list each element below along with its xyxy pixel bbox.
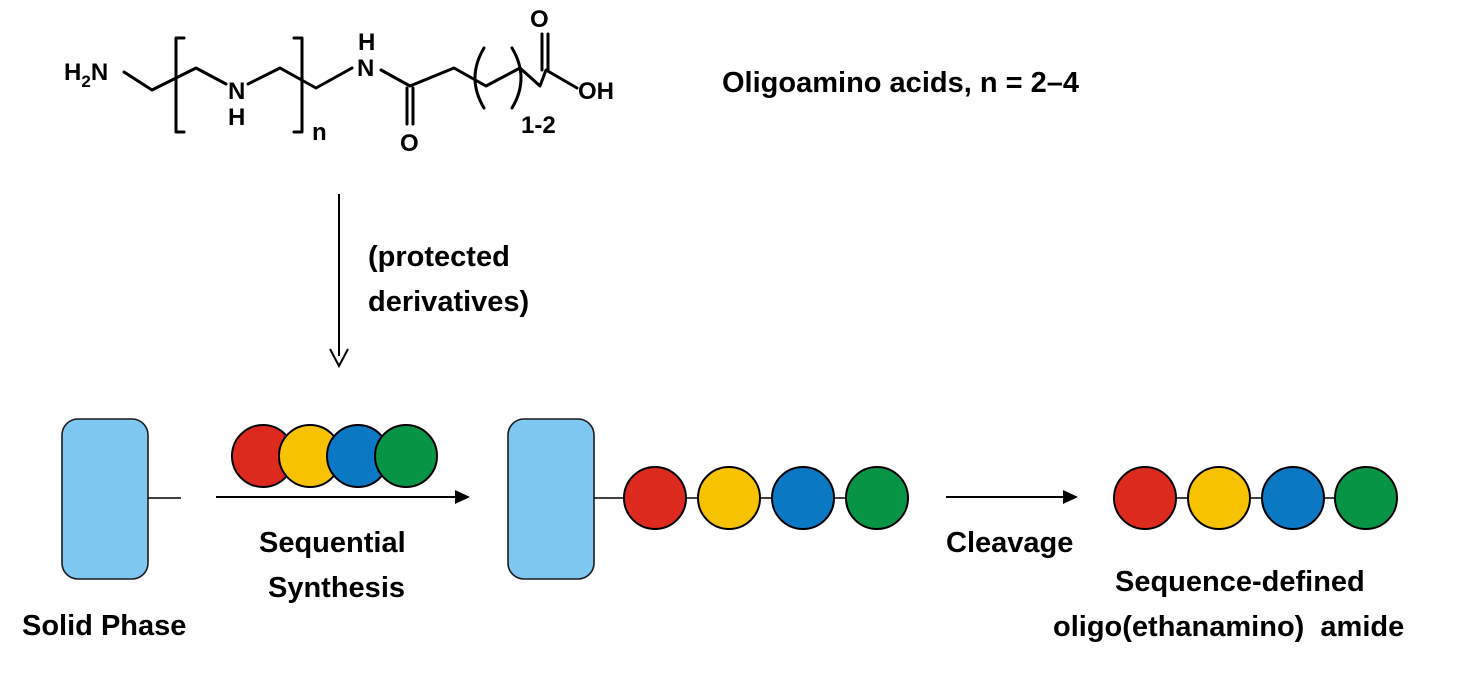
bond-skeleton-amide xyxy=(379,66,579,90)
cleavage-arrow xyxy=(946,490,1078,504)
acid-o-label: O xyxy=(530,6,549,33)
protected-label-line2: derivatives) xyxy=(368,286,529,318)
repeat-bracket-right xyxy=(292,36,304,134)
down-arrow xyxy=(329,194,349,369)
bound-bead-red xyxy=(623,466,687,530)
cleavage-arrow-head xyxy=(1063,490,1078,504)
down-arrow-head xyxy=(329,348,349,369)
bond-skeleton-right xyxy=(246,66,354,90)
amide-n-label: N xyxy=(357,55,374,82)
h2n-label: H2N xyxy=(64,59,108,91)
product-bead-red xyxy=(1113,466,1177,530)
nh-n-label: N xyxy=(228,78,245,105)
synthesis-arrow xyxy=(216,490,470,504)
repeat-n-label: n xyxy=(312,119,327,146)
sequential-label-line2: Synthesis xyxy=(268,572,405,604)
solid-phase-resin xyxy=(61,418,149,580)
chain-repeat-label: 1-2 xyxy=(521,112,556,139)
product-label-line1: Sequence-defined xyxy=(1115,566,1365,598)
acid-oh-label: OH xyxy=(578,78,614,105)
building-blocks xyxy=(231,424,438,488)
chain-bracket-right xyxy=(510,46,523,110)
bead-green xyxy=(374,424,438,488)
product-bead-green xyxy=(1334,466,1398,530)
nh-h-label: H xyxy=(228,104,245,131)
bound-bead-yellow xyxy=(697,466,761,530)
bound-resin xyxy=(507,418,595,580)
oligoamino-acid-structure: H2N N H n H N O O OH 1-2 xyxy=(64,6,614,157)
product-bead-yellow xyxy=(1187,466,1251,530)
bound-bead-green xyxy=(845,466,909,530)
bound-bead-blue xyxy=(771,466,835,530)
amide-o-label: O xyxy=(400,130,419,157)
cleavage-label: Cleavage xyxy=(946,527,1073,559)
product-label-line2: oligo(ethanamino) amide xyxy=(1053,611,1404,643)
repeat-bracket-left xyxy=(174,36,186,134)
synthesis-arrow-head xyxy=(455,490,470,504)
protected-label-line1: (protected xyxy=(368,241,510,273)
chain-bracket-left xyxy=(473,46,486,110)
product-bead-blue xyxy=(1261,466,1325,530)
amide-h-label: H xyxy=(358,29,375,56)
title-label: Oligoamino acids, n = 2–4 xyxy=(722,67,1079,99)
solid-phase-label: Solid Phase xyxy=(22,610,186,642)
bond-skeleton-left xyxy=(122,66,228,92)
sequential-label-line1: Sequential xyxy=(259,527,406,559)
